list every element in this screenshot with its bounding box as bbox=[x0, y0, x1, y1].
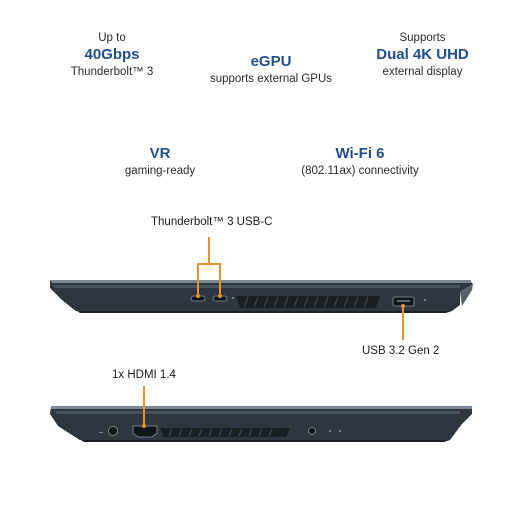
feature-dual-4k: Supports Dual 4K UHD external display bbox=[355, 31, 490, 79]
feature-headline: VR bbox=[149, 145, 171, 162]
feature-headline: eGPU bbox=[250, 53, 292, 70]
feature-subtext: supports external GPUs bbox=[209, 73, 333, 85]
hdmi-port bbox=[132, 425, 158, 438]
feature-thunderbolt-speed: Up to 40Gbps Thunderbolt™ 3 bbox=[47, 31, 177, 79]
feature-vr: VR gaming-ready bbox=[95, 144, 225, 178]
feature-egpu: eGPU supports external GPUs bbox=[196, 52, 346, 86]
feature-wifi6: Wi-Fi 6 (802.11ax) connectivity bbox=[285, 144, 435, 178]
audio-jack bbox=[308, 427, 316, 435]
callout-hdmi-label: 1x HDMI 1.4 bbox=[112, 369, 176, 381]
feature-headline: Wi-Fi 6 bbox=[335, 145, 385, 162]
laptop-side-view-right: ⎓ bbox=[50, 406, 472, 442]
feature-headline: Dual 4K UHD bbox=[376, 46, 469, 63]
feature-pretext: Supports bbox=[399, 32, 446, 44]
power-symbol: ⎓ bbox=[99, 430, 103, 436]
power-jack bbox=[108, 426, 118, 436]
feature-headline: 40Gbps bbox=[84, 46, 140, 63]
feature-pretext: Up to bbox=[98, 32, 126, 44]
callout-lines-top bbox=[197, 237, 404, 340]
feature-subtext: gaming-ready bbox=[124, 165, 196, 177]
callout-thunderbolt-label: Thunderbolt™ 3 USB-C bbox=[151, 216, 273, 228]
callout-usb-label: USB 3.2 Gen 2 bbox=[362, 345, 440, 357]
laptop-side-view-left bbox=[50, 280, 473, 313]
feature-subtext: (802.11ax) connectivity bbox=[301, 165, 419, 177]
feature-subtext: Thunderbolt™ 3 bbox=[70, 66, 154, 78]
feature-subtext: external display bbox=[382, 66, 463, 78]
